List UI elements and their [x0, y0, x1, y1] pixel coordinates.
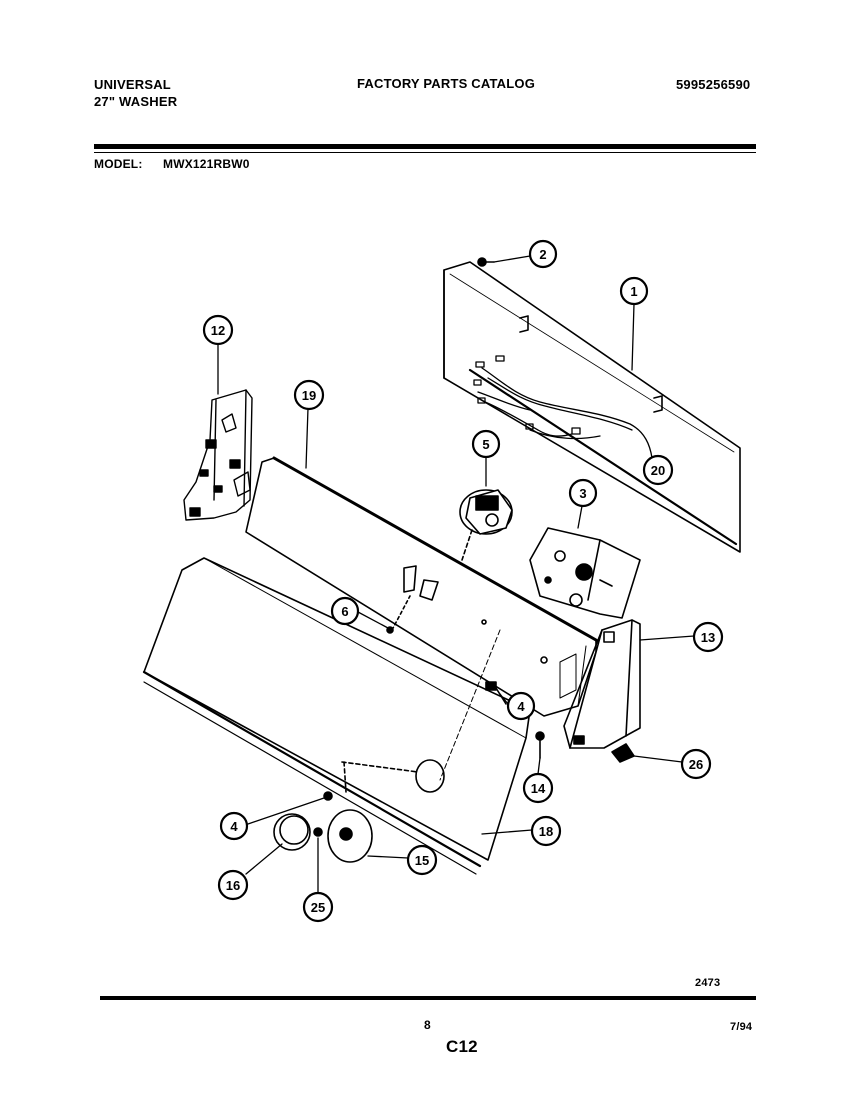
- part-spacer-25: [313, 827, 323, 837]
- svg-text:4: 4: [517, 699, 525, 714]
- svg-text:25: 25: [311, 900, 325, 915]
- page-number: 8: [424, 1018, 431, 1032]
- header-rule-thick: [94, 144, 756, 149]
- part-console-trim: [142, 557, 531, 875]
- part-selector-switch: [459, 489, 513, 561]
- svg-text:19: 19: [302, 388, 316, 403]
- part-control-panel: [245, 456, 598, 717]
- svg-text:15: 15: [415, 853, 429, 868]
- section-code: C12: [446, 1037, 478, 1056]
- callout-13: 13: [692, 621, 724, 653]
- svg-text:20: 20: [651, 463, 665, 478]
- svg-text:4: 4: [230, 819, 238, 834]
- callout-4-upper: 4: [506, 691, 536, 721]
- svg-text:6: 6: [341, 604, 348, 619]
- svg-text:5: 5: [482, 437, 489, 452]
- callout-15: 15: [406, 844, 438, 876]
- part-clip-4-lower: [323, 791, 333, 801]
- callout-2: 2: [528, 239, 558, 269]
- product-name: 27" WASHER: [94, 94, 178, 109]
- svg-text:3: 3: [579, 486, 586, 501]
- header-rule-thin: [94, 152, 756, 153]
- svg-text:12: 12: [211, 323, 225, 338]
- callout-20: 20: [642, 454, 674, 486]
- part-wiring-harness: [473, 355, 653, 459]
- svg-text:14: 14: [531, 781, 546, 796]
- callout-1: 1: [619, 276, 649, 306]
- part-switch-bracket: [183, 389, 253, 521]
- part-knob-6: [386, 565, 439, 634]
- callout-4-lower: 4: [219, 811, 249, 841]
- part-screw-14: [535, 731, 545, 759]
- part-screw-2: [477, 257, 495, 267]
- drawing-id: 2473: [695, 977, 721, 989]
- part-clip-26: [611, 743, 635, 763]
- callout-6: 6: [330, 596, 360, 626]
- catalog-number: 5995256590: [676, 77, 751, 92]
- svg-text:1: 1: [630, 284, 637, 299]
- leader-lines: [217, 255, 695, 895]
- part-timer: [529, 527, 641, 619]
- callout-26: 26: [680, 748, 712, 780]
- callout-14: 14: [522, 772, 554, 804]
- svg-text:16: 16: [226, 878, 240, 893]
- part-end-bracket: [563, 619, 641, 749]
- svg-text:2: 2: [539, 247, 546, 262]
- callout-5: 5: [471, 429, 501, 459]
- brand-name: UNIVERSAL: [94, 77, 171, 92]
- callout-18: 18: [530, 815, 562, 847]
- model-number: MWX121RBW0: [163, 157, 250, 171]
- callout-19: 19: [293, 379, 325, 411]
- part-knob-16: [273, 813, 311, 851]
- footer-date: 7/94: [730, 1021, 753, 1033]
- svg-text:18: 18: [539, 824, 553, 839]
- callout-3: 3: [568, 478, 598, 508]
- catalog-title: FACTORY PARTS CATALOG: [357, 76, 536, 91]
- model-label: MODEL:: [94, 157, 143, 171]
- callout-12: 12: [202, 314, 234, 346]
- footer-rule: [100, 996, 756, 1000]
- svg-text:13: 13: [701, 630, 715, 645]
- svg-text:26: 26: [689, 757, 703, 772]
- part-dial-15: [327, 809, 373, 863]
- callout-25: 25: [302, 891, 334, 923]
- callout-16: 16: [217, 869, 249, 901]
